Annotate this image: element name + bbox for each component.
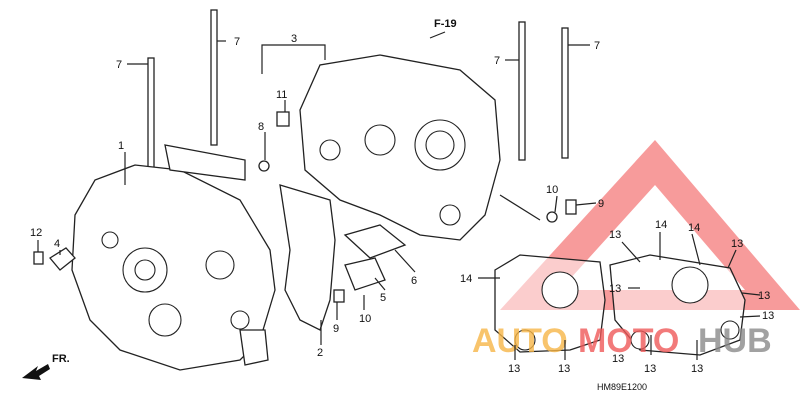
callout-13: 13 xyxy=(558,363,570,375)
leader-lines xyxy=(37,31,761,360)
callout-14: 14 xyxy=(460,273,472,285)
callout-13: 13 xyxy=(644,363,656,375)
callout-4: 4 xyxy=(54,238,60,250)
callout-12: 12 xyxy=(30,227,42,239)
callout-labels: 7 7 3 7 7 11 8 1 10 9 12 4 14 14 13 13 14 13 13 6 5 13 9 10 2 13 1… xyxy=(30,33,774,375)
crankcase-gasket xyxy=(164,144,336,331)
callout-13: 13 xyxy=(609,283,621,295)
callout-11: 11 xyxy=(276,89,287,101)
callout-13: 13 xyxy=(758,290,770,302)
callout-14: 14 xyxy=(655,219,667,231)
left-crankcase xyxy=(71,164,276,371)
callout-10: 10 xyxy=(359,313,371,325)
small-parts xyxy=(33,111,577,303)
callout-5: 5 xyxy=(380,292,386,304)
callout-7: 7 xyxy=(494,55,500,67)
callout-10: 10 xyxy=(546,184,558,196)
callout-13: 13 xyxy=(612,353,624,365)
callout-13: 13 xyxy=(691,363,703,375)
callout-13: 13 xyxy=(762,310,774,322)
front-label: FR. xyxy=(52,353,70,365)
svg-text:AUTO: AUTO xyxy=(472,322,568,360)
watermark-text: AUTO MOTO HUB xyxy=(472,322,772,360)
callout-3: 3 xyxy=(291,33,297,45)
reference-figure-label: F-19 xyxy=(434,18,457,30)
svg-text:HUB: HUB xyxy=(698,322,772,360)
oil-strainer-parts xyxy=(343,224,407,291)
callout-1: 1 xyxy=(118,140,124,152)
right-crankcase xyxy=(299,54,501,241)
callout-7: 7 xyxy=(116,59,122,71)
svg-text:MOTO: MOTO xyxy=(578,322,679,360)
callout-9: 9 xyxy=(598,198,604,210)
front-arrow-icon xyxy=(22,364,50,380)
callout-8: 8 xyxy=(258,121,264,133)
callout-7: 7 xyxy=(594,40,600,52)
diagram-code: HM89E1200 xyxy=(597,382,647,392)
callout-2: 2 xyxy=(317,347,323,359)
callout-7: 7 xyxy=(234,36,240,48)
callout-13: 13 xyxy=(731,238,743,250)
stud-bolts xyxy=(147,9,569,169)
cover-gaskets xyxy=(494,254,746,356)
callout-14: 14 xyxy=(688,222,700,234)
callout-9: 9 xyxy=(333,323,339,335)
callout-13: 13 xyxy=(508,363,520,375)
callout-13: 13 xyxy=(609,229,621,241)
callout-6: 6 xyxy=(411,275,417,287)
